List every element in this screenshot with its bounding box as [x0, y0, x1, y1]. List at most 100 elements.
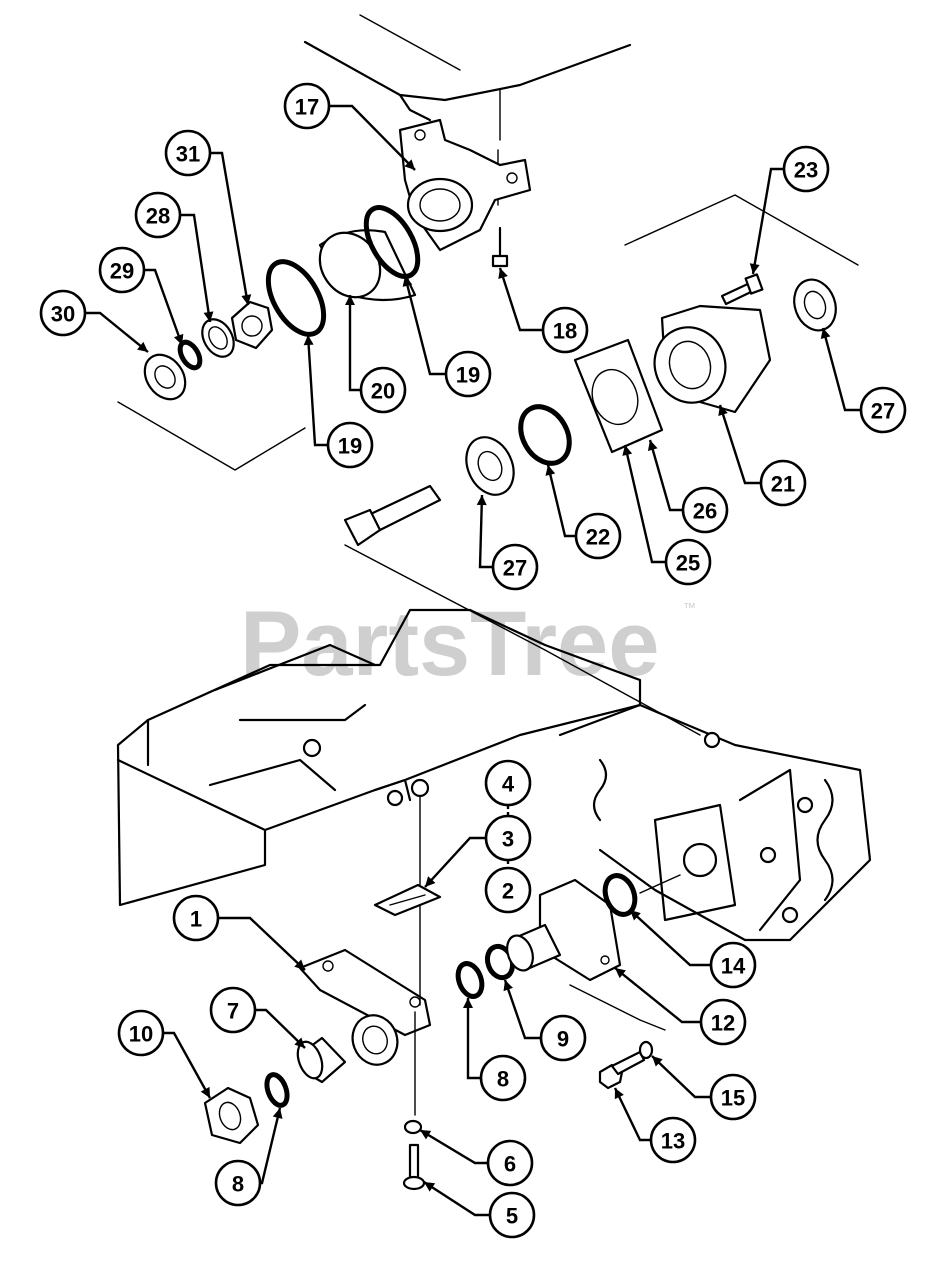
callout-number: 3	[502, 827, 514, 852]
callout-number: 8	[497, 1067, 509, 1092]
callout-circle	[541, 306, 589, 354]
leader-line-23	[751, 167, 783, 275]
assembly-line-left	[117, 401, 306, 471]
o-ring-29	[177, 339, 203, 371]
nut-31	[230, 300, 274, 350]
callout-number: 13	[661, 1129, 685, 1154]
callout-number: 23	[794, 158, 818, 183]
plate-parts-2-4	[386, 778, 430, 807]
nut-10	[203, 1086, 260, 1145]
callout-31: 31	[164, 129, 212, 177]
leader-arrowhead-22	[545, 465, 556, 476]
callout-7: 7	[209, 986, 257, 1034]
callout-number: 27	[503, 556, 527, 581]
callout-circle	[209, 986, 257, 1034]
leader-arrowhead-10	[200, 1086, 210, 1098]
callout-circle	[484, 759, 532, 807]
callout-number: 27	[871, 399, 895, 424]
leader-arrowhead-23	[749, 263, 760, 274]
callout-number: 8	[232, 1172, 244, 1197]
leader-arrowhead-8b	[272, 1108, 283, 1119]
axle-housing-12	[506, 878, 622, 982]
o-ring-14	[602, 873, 638, 917]
callout-number: 10	[129, 1022, 153, 1047]
leader-line-19b	[306, 334, 327, 447]
callout-30: 30	[39, 289, 87, 337]
leader-arrowhead-31	[241, 294, 252, 305]
o-ring-22	[518, 404, 572, 466]
callout-circle	[479, 1054, 527, 1102]
leader-arrowhead-26	[647, 440, 658, 451]
callout-13: 13	[649, 1116, 697, 1164]
bolt-13	[598, 1050, 646, 1090]
leader-lines	[86, 104, 860, 1217]
callout-circle	[681, 486, 729, 534]
callout-circle	[486, 1139, 534, 1187]
leader-line-30	[86, 311, 149, 353]
callout-circle	[134, 191, 182, 239]
callout-number: 21	[771, 472, 795, 497]
tractor-frame	[116, 608, 642, 907]
transmission-case	[558, 703, 872, 942]
callout-22: 22	[574, 512, 622, 560]
leader-line-6	[419, 1128, 487, 1165]
callout-circle	[117, 1009, 165, 1057]
callout-number: 25	[676, 551, 700, 576]
callout-14: 14	[709, 941, 757, 989]
callout-5: 5	[488, 1191, 536, 1239]
leader-line-15	[651, 1055, 710, 1099]
leader-arrowhead-8a	[463, 998, 473, 1008]
callout-27b: 27	[491, 543, 539, 591]
callout-21: 21	[759, 459, 807, 507]
callout-number: 28	[146, 204, 170, 229]
callout-number: 5	[506, 1204, 518, 1229]
callout-circle	[444, 350, 492, 398]
callout-number: 17	[295, 95, 319, 120]
callout-number: 26	[693, 499, 717, 524]
leader-line-7	[256, 1008, 306, 1049]
callout-8b: 8	[214, 1159, 262, 1207]
shim-3	[373, 883, 442, 917]
leader-line-27a	[821, 327, 860, 412]
callout-28: 28	[134, 191, 182, 239]
callout-number: 31	[176, 142, 200, 167]
callout-circle	[214, 1159, 262, 1207]
callout-circle	[484, 814, 532, 862]
leader-arrowhead-14	[630, 910, 641, 921]
leader-line-8b	[260, 1107, 282, 1185]
lock-nut-30	[143, 353, 187, 401]
bearing-27-upper	[793, 278, 837, 332]
callout-number: 19	[456, 363, 480, 388]
bushing-7	[296, 1036, 347, 1084]
leader-arrowhead-15	[652, 1056, 663, 1067]
leader-arrowhead-20	[345, 295, 355, 305]
leader-arrowhead-19a	[402, 276, 413, 287]
leader-line-19a	[403, 275, 445, 376]
callout-19a: 19	[444, 350, 492, 398]
leader-arrowhead-30	[137, 341, 148, 352]
callout-3: 3	[484, 814, 532, 862]
bearing-28	[201, 318, 235, 358]
callout-circle	[488, 1191, 536, 1239]
callout-circle	[759, 459, 807, 507]
callout-circle	[574, 512, 622, 560]
callout-circle	[172, 894, 220, 942]
callout-19b: 19	[326, 421, 374, 469]
leader-line-29	[145, 268, 184, 346]
callout-number: 4	[502, 772, 515, 797]
axle-bracket-17	[398, 118, 532, 268]
leader-arrowhead-13	[614, 1088, 624, 1100]
watermark-trademark: ™	[683, 600, 696, 615]
callout-15: 15	[709, 1073, 757, 1121]
callout-circle	[39, 289, 87, 337]
bearing-housing-21	[653, 304, 772, 414]
bolt-5	[402, 1143, 426, 1191]
o-ring-8-left	[264, 1072, 290, 1108]
leader-line-17	[330, 104, 416, 171]
callout-circle	[859, 386, 907, 434]
leader-arrowhead-17	[404, 159, 415, 170]
leader-arrowhead-9	[503, 980, 513, 992]
leader-line-13	[613, 1087, 650, 1142]
bushing-20	[318, 229, 417, 302]
leader-line-20	[348, 295, 360, 392]
